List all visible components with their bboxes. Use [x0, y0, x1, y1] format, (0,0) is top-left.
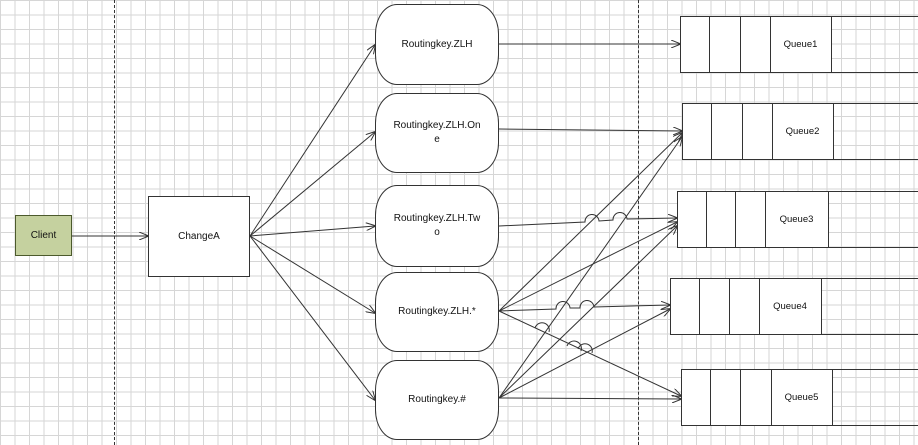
routing-key-zlh: Routingkey.ZLH: [375, 4, 499, 85]
queue-label: Queue4: [773, 301, 807, 312]
exchange-label: ChangeA: [178, 231, 220, 242]
edge-rk4-q5: [498, 310, 681, 396]
edge-rk5-q3: [498, 226, 677, 399]
queue-label: Queue2: [785, 126, 820, 137]
edge-exchange-rk3: [249, 226, 375, 237]
queue-3-tail: [828, 191, 918, 248]
routing-key-label: Routingkey.ZLH.On e: [393, 120, 481, 145]
lane-divider-right: [638, 0, 639, 445]
queue-5-tail: [832, 369, 918, 426]
edge-rk3-q3: [498, 212, 677, 227]
routing-key-label: Routingkey.ZLH.*: [398, 306, 476, 317]
edge-rk5-q4: [498, 309, 670, 399]
edge-rk5-q2: [498, 137, 682, 399]
routing-key-label: Routingkey.ZLH.Tw o: [393, 213, 481, 238]
edge-exchange-rk4: [249, 235, 375, 313]
edge-exchange-rk2: [249, 132, 375, 237]
client-node: Client: [15, 215, 72, 256]
queue-1: Queue1: [680, 16, 832, 73]
queue-label: Queue1: [783, 39, 818, 50]
edge-rk5-q5: [498, 398, 681, 399]
queue-1-tail: [831, 16, 918, 73]
edge-exchange-rk1: [249, 45, 375, 237]
client-label: Client: [30, 230, 57, 241]
routing-key-label: Routingkey.ZLH: [401, 38, 473, 50]
routing-key-zlh-two: Routingkey.ZLH.Tw o: [375, 185, 499, 267]
edge-rk4-q4: [498, 300, 670, 312]
edge-rk4-q3: [498, 222, 677, 312]
queue-4: Queue4: [670, 278, 822, 335]
queue-label: Queue3: [779, 214, 814, 225]
edge-rk4-q2: [498, 133, 682, 312]
queue-5: Queue5: [681, 369, 833, 426]
routing-key-label: Routingkey.#: [408, 394, 466, 405]
queue-4-tail: [821, 278, 918, 335]
edge-rk2-q2: [498, 129, 682, 131]
routing-key-hash: Routingkey.#: [375, 360, 499, 440]
routing-key-zlh-one: Routingkey.ZLH.On e: [375, 93, 499, 173]
queue-label: Queue5: [784, 392, 819, 403]
queue-2-tail: [833, 103, 918, 160]
exchange-node: ChangeA: [148, 196, 250, 277]
queue-3: Queue3: [677, 191, 829, 248]
queue-2: Queue2: [682, 103, 834, 160]
routing-key-zlh-star: Routingkey.ZLH.*: [375, 272, 499, 352]
lane-divider-left: [114, 0, 115, 445]
edge-exchange-rk5: [249, 235, 375, 400]
